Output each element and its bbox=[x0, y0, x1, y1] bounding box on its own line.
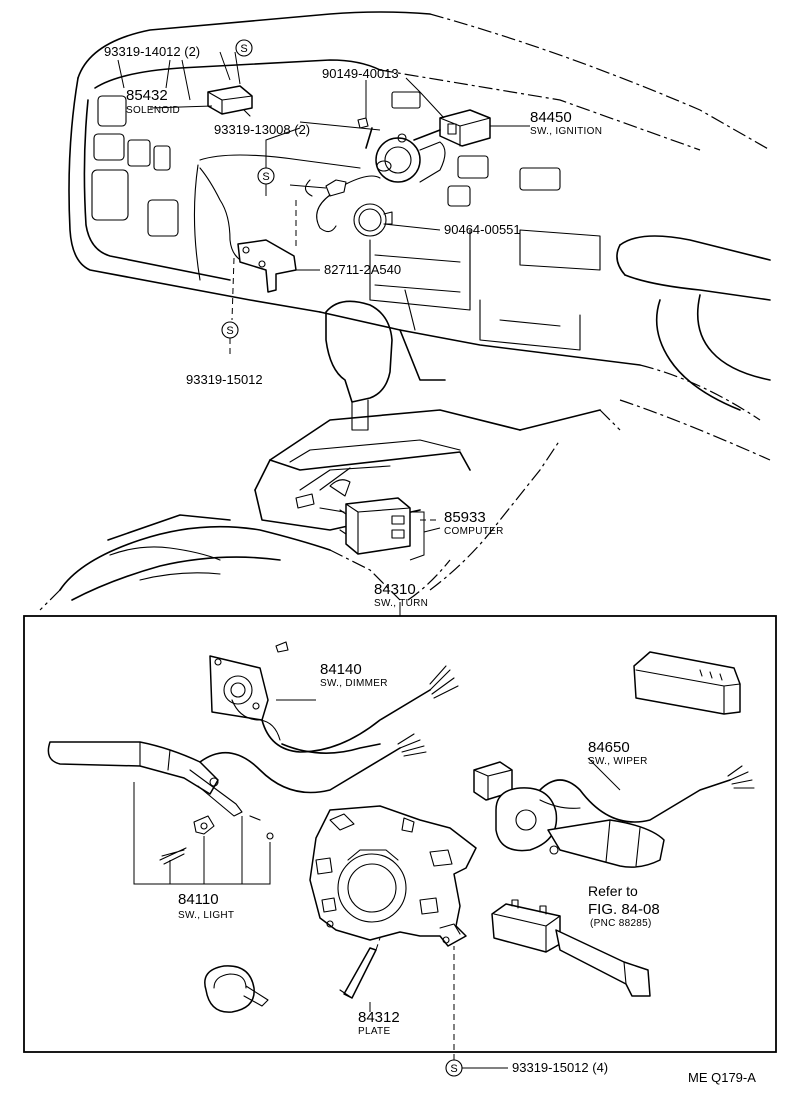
upper-leaders bbox=[117, 51, 530, 561]
figure-code: ME Q179-A bbox=[688, 1070, 756, 1085]
s-mark-2: S bbox=[262, 171, 269, 183]
s-mark-3: S bbox=[226, 325, 233, 337]
clamp-90464-00551 bbox=[353, 203, 393, 237]
label-pnc-88285: (PNC 88285) bbox=[590, 918, 652, 929]
cruise-switch-reference bbox=[491, 899, 651, 997]
label-90464-00551: 90464-00551 bbox=[444, 222, 521, 237]
s-mark-4: S bbox=[450, 1063, 457, 1075]
plate-84312 bbox=[339, 937, 381, 999]
label-refer-to: Refer to bbox=[588, 883, 638, 899]
clamp-band bbox=[204, 965, 269, 1013]
label-84310: 84310 bbox=[374, 581, 416, 598]
label-85933: 85933 bbox=[444, 509, 486, 526]
ignition-switch-84450 bbox=[357, 109, 491, 183]
labels: 93319-14012 (2) 85432 SOLENOID 90149-400… bbox=[104, 44, 756, 1085]
wiper-switch-84650 bbox=[473, 761, 755, 868]
label-84650: 84650 bbox=[588, 739, 630, 756]
label-93319-14012: 93319-14012 (2) bbox=[104, 44, 200, 59]
label-84450: 84450 bbox=[530, 109, 572, 126]
label-computer: COMPUTER bbox=[444, 526, 504, 537]
label-93319-15012-4: 93319-15012 (4) bbox=[512, 1060, 608, 1075]
dashboard-panel bbox=[68, 11, 771, 461]
label-sw-wiper: SW., WIPER bbox=[588, 756, 648, 767]
label-plate: PLATE bbox=[358, 1026, 390, 1037]
label-85432: 85432 bbox=[126, 87, 168, 104]
label-fig-84-08: FIG. 84-08 bbox=[588, 901, 660, 918]
label-sw-dimmer: SW., DIMMER bbox=[320, 678, 388, 689]
label-sw-turn: SW., TURN bbox=[374, 598, 428, 609]
solenoid-85432 bbox=[207, 85, 253, 117]
label-90149-40013: 90149-40013 bbox=[322, 66, 399, 81]
relay-block bbox=[633, 651, 741, 715]
label-93319-13008: 93319-13008 (2) bbox=[214, 122, 310, 137]
label-93319-15012: 93319-15012 bbox=[186, 372, 263, 387]
turn-switch-body-84310 bbox=[309, 805, 477, 947]
label-sw-light: SW., LIGHT bbox=[178, 910, 234, 921]
label-84312: 84312 bbox=[358, 1009, 400, 1026]
wire-harness bbox=[199, 167, 381, 293]
seat bbox=[39, 514, 401, 611]
lower-leaders bbox=[276, 699, 621, 1012]
s-mark-1: S bbox=[240, 43, 247, 55]
light-switch-84110 bbox=[47, 733, 427, 885]
label-82711-2A540: 82711-2A540 bbox=[324, 262, 401, 277]
s-mark-letters: S S S S bbox=[226, 43, 457, 1075]
label-84110: 84110 bbox=[178, 891, 219, 908]
label-solenoid: SOLENOID bbox=[126, 105, 180, 116]
dimmer-switch-84140 bbox=[209, 641, 459, 754]
label-sw-ignition: SW., IGNITION bbox=[530, 126, 602, 137]
label-84140: 84140 bbox=[320, 661, 362, 678]
center-console bbox=[254, 300, 621, 601]
computer-85933 bbox=[319, 497, 411, 555]
